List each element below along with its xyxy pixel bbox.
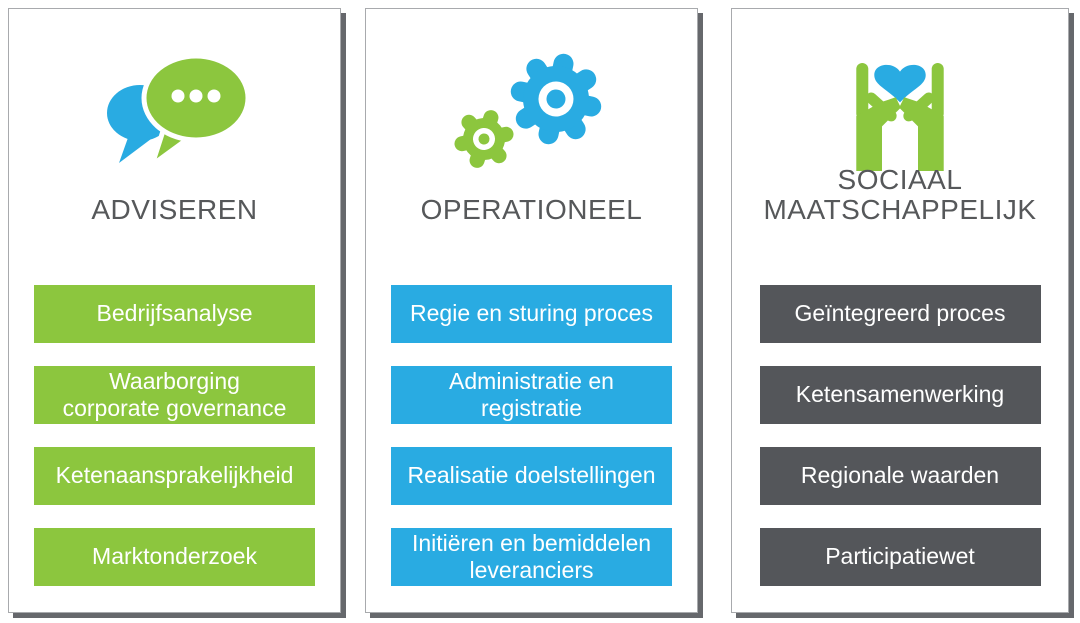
column-title: SOCIAAL MAATSCHAPPELIJK: [763, 163, 1037, 225]
column-title: OPERATIONEEL: [420, 193, 643, 225]
columns-row: ADVISEREN Bedrijfsanalyse Waarborging co…: [8, 8, 1069, 613]
item-realisatie-doelstellingen: Realisatie doelstellingen: [391, 447, 672, 505]
item-participatiewet: Participatiewet: [759, 528, 1041, 586]
item-initieren-en-bemiddelen-leveranciers: Initiëren en bemiddelen leveranciers: [391, 528, 672, 586]
item-list: Bedrijfsanalyse Waarborging corporate go…: [34, 285, 315, 586]
item-geintegreerd-proces: Geïntegreerd proces: [759, 285, 1041, 343]
item-waarborging-corporate-governance: Waarborging corporate governance: [34, 366, 315, 424]
item-ketensamenwerking: Ketensamenwerking: [759, 366, 1041, 424]
hands-heart-icon: [820, 9, 980, 171]
item-administratie-en-registratie: Administratie en registratie: [391, 366, 672, 424]
column-title: ADVISEREN: [91, 193, 258, 225]
speech-bubbles-icon: [99, 9, 251, 171]
item-regie-en-sturing-proces: Regie en sturing proces: [391, 285, 672, 343]
gears-icon: [443, 9, 621, 171]
column-title-wrap: ADVISEREN: [91, 171, 257, 225]
item-ketenaansprakelijkheid: Ketenaansprakelijkheid: [34, 447, 315, 505]
item-list: Geïntegreerd proces Ketensamenwerking Re…: [759, 285, 1041, 586]
column-title-wrap: SOCIAAL MAATSCHAPPELIJK: [763, 164, 1036, 225]
item-marktonderzoek: Marktonderzoek: [34, 528, 315, 586]
column-title-wrap: OPERATIONEEL: [421, 171, 643, 225]
column-adviseren: ADVISEREN Bedrijfsanalyse Waarborging co…: [8, 8, 341, 613]
item-list: Regie en sturing proces Administratie en…: [391, 285, 672, 586]
item-regionale-waarden: Regionale waarden: [759, 447, 1041, 505]
item-bedrijfsanalyse: Bedrijfsanalyse: [34, 285, 315, 343]
column-operationeel: OPERATIONEEL Regie en sturing proces Adm…: [365, 8, 698, 613]
column-sociaal-maatschappelijk: SOCIAAL MAATSCHAPPELIJK Geïntegreerd pro…: [731, 8, 1069, 613]
